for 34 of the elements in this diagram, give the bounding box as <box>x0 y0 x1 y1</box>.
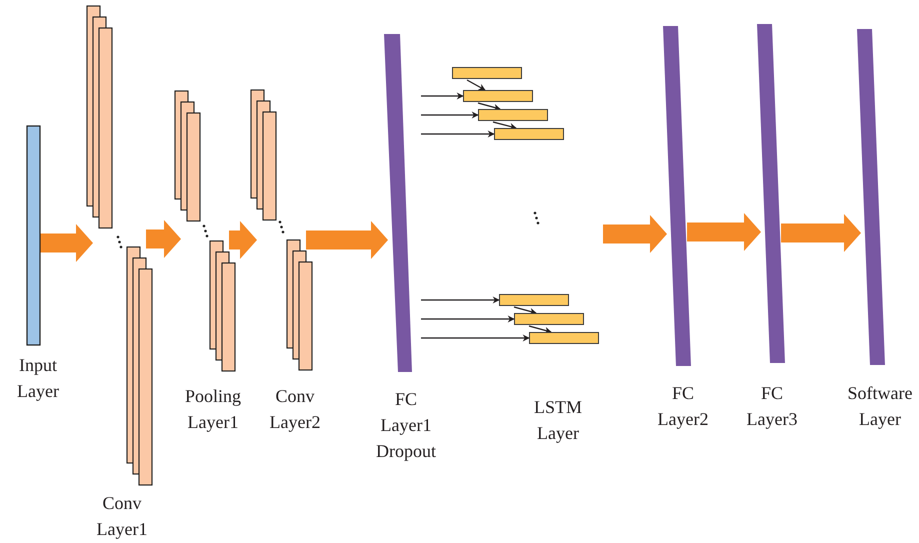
layer-label: FC Layer1 Dropout <box>376 388 436 463</box>
arrow <box>466 79 486 91</box>
arrow <box>421 334 530 342</box>
lstm-cell <box>463 90 533 102</box>
lstm-cell <box>529 332 599 344</box>
lstm-cell <box>514 313 584 325</box>
arrow <box>492 121 517 130</box>
layer-label: Conv Layer1 <box>96 492 148 541</box>
lstm-cell <box>499 294 569 306</box>
lstm-cell <box>478 109 548 121</box>
lstm-cell <box>452 67 522 79</box>
arrow <box>478 102 501 111</box>
arrow <box>421 112 479 118</box>
layer-label: Pooling Layer1 <box>185 385 241 434</box>
layer-label: Conv Layer2 <box>270 385 320 434</box>
block-arrow <box>229 221 257 259</box>
block-arrow <box>306 221 388 259</box>
arrow <box>528 325 552 334</box>
layer-label: Software Layer <box>848 382 912 431</box>
layer-label: LSTM Layer <box>534 396 582 445</box>
block-arrow <box>40 224 93 262</box>
lstm-cell <box>494 128 564 140</box>
block-arrow <box>687 213 761 251</box>
arrow <box>421 296 500 304</box>
block-arrow <box>146 220 181 258</box>
layer-label: FC Layer3 <box>746 382 798 431</box>
arrow <box>514 306 537 315</box>
arrow <box>421 92 464 100</box>
arrow <box>421 130 495 138</box>
block-arrow <box>781 214 861 252</box>
layer-label: FC Layer2 <box>658 382 708 431</box>
layer-label: Input Layer <box>17 354 59 403</box>
block-arrow <box>603 215 667 253</box>
arrow <box>421 316 515 322</box>
